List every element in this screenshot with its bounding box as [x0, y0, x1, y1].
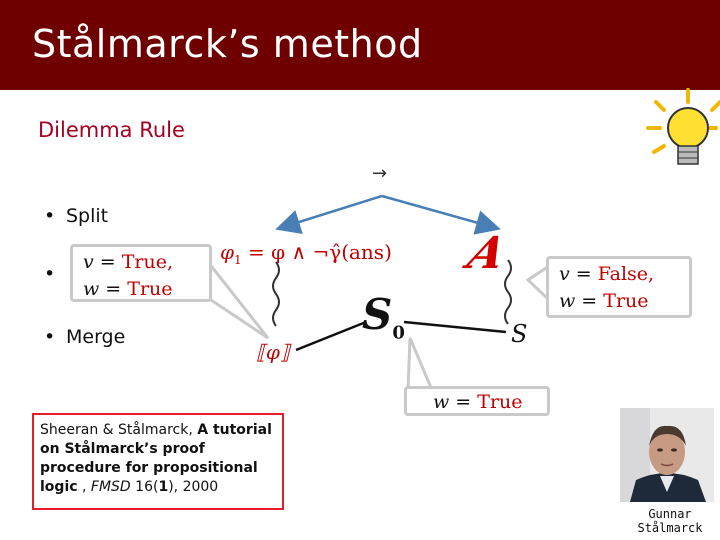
- bullet-split: •Split: [44, 205, 109, 227]
- callout-left-line1: v = True,: [83, 249, 199, 276]
- value: True,: [121, 251, 174, 273]
- bullet-split-text: Split: [66, 205, 109, 227]
- callout-right-line2: w = True: [559, 288, 679, 315]
- phi1-sub: 1: [234, 253, 242, 267]
- photo-caption-last: Stålmarck: [637, 521, 703, 535]
- left-callout-tail: [206, 257, 270, 340]
- eq: =: [569, 263, 598, 285]
- var-v: v: [83, 251, 94, 273]
- var-w: w: [83, 278, 100, 300]
- citation-authors: Sheeran & Stålmarck,: [40, 422, 198, 438]
- citation-year: ), 2000: [168, 479, 219, 495]
- split-arrow-right: [381, 194, 501, 235]
- split-arrow-left: [275, 194, 383, 234]
- phi1-rest: = φ ∧ ¬γ̂: [241, 240, 342, 264]
- merge-line-right: [403, 320, 507, 334]
- portrait-image: [620, 408, 714, 502]
- callout-right: v = False, w = True: [546, 256, 692, 318]
- citation-vol: 16(: [130, 479, 159, 495]
- semantic-phi: ⟦φ⟧: [256, 340, 290, 364]
- title-bar: [0, 0, 720, 90]
- s0-sub: 0: [392, 322, 405, 344]
- slide-subtitle: Dilemma Rule: [38, 118, 185, 142]
- right-squiggle: [504, 259, 512, 325]
- var-w: w: [559, 290, 576, 312]
- phi1-formula: φ1 = φ ∧ ¬γ̂(ans): [220, 240, 392, 267]
- merge-line-left: [295, 320, 367, 352]
- s0-label: S0: [362, 290, 405, 343]
- value: False,: [597, 263, 655, 285]
- left-squiggle: [272, 261, 280, 327]
- bullet-empty: •: [44, 263, 56, 285]
- citation-title: A tutorial on Stålmarck’s proof procedur…: [40, 422, 272, 495]
- portrait-photo: [620, 408, 714, 502]
- photo-caption: Gunnar Stålmarck: [628, 507, 712, 535]
- eq: =: [575, 290, 604, 312]
- callout-bottom: w = True: [404, 386, 550, 416]
- callout-bottom-line1: w = True: [417, 391, 537, 413]
- value: True: [477, 391, 523, 413]
- bullet-merge: •Merge: [44, 326, 126, 348]
- value: True: [603, 290, 649, 312]
- phi1-symbol: φ: [220, 240, 235, 264]
- arrow-symbol: →: [372, 163, 388, 184]
- var-v: v: [559, 263, 570, 285]
- bullet-merge-text: Merge: [66, 326, 126, 348]
- eq: =: [99, 278, 128, 300]
- callout-left: v = True, w = True: [70, 244, 212, 302]
- citation-venue: FMSD: [90, 479, 131, 495]
- citation-issue: 1: [158, 479, 169, 495]
- slide-title: Stålmarck’s method: [32, 22, 423, 66]
- citation-box: Sheeran & Stålmarck, A tutorial on Stålm…: [32, 413, 284, 510]
- bottom-callout-tail: [406, 337, 435, 392]
- s0-s: S: [362, 290, 393, 339]
- eq: =: [449, 391, 478, 413]
- phi1-ans: (ans): [341, 240, 392, 264]
- var-w: w: [433, 391, 450, 413]
- eq: =: [93, 251, 122, 273]
- value: True: [127, 278, 173, 300]
- photo-caption-first: Gunnar: [648, 507, 692, 521]
- lightbulb-icon: [646, 88, 720, 165]
- callout-right-line1: v = False,: [559, 261, 679, 288]
- citation-sep: ,: [77, 479, 91, 495]
- s-label: S: [511, 320, 528, 348]
- callout-left-line2: w = True: [83, 276, 199, 303]
